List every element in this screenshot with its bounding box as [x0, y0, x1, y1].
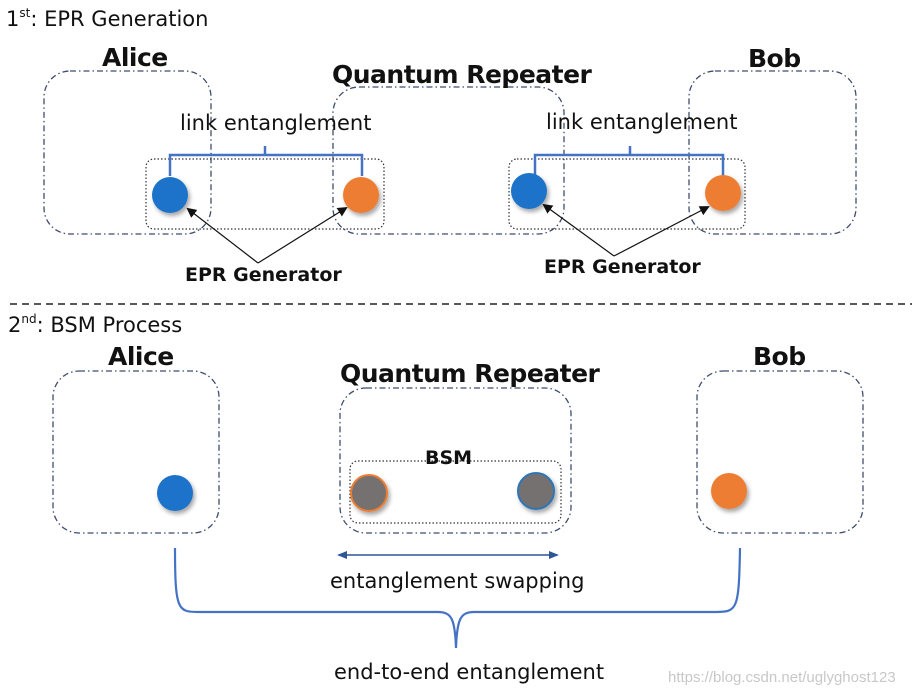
link-box-right [508, 158, 746, 230]
section-1-title: 1st: EPR Generation [6, 6, 209, 31]
epr-generator-label-left: EPR Generator [185, 264, 342, 286]
repeater-node-box-1 [332, 86, 565, 235]
section-1-text: : EPR Generation [30, 7, 209, 31]
epr-arrow-right-b [613, 206, 710, 257]
end-to-end-entanglement-label: end-to-end entanglement [334, 660, 605, 684]
epr-arrow-left-a [186, 207, 259, 264]
repeater-node-box-2 [339, 387, 572, 534]
epr-arrow-right-a [542, 203, 615, 257]
section-2-suffix: nd [21, 312, 37, 326]
repeater-qubit-left-1 [343, 177, 379, 213]
bsm-label: BSM [425, 447, 473, 469]
link-brace-left [168, 146, 364, 176]
bsm-qubit-right [517, 472, 555, 510]
section-2-ordinal: 2 [8, 313, 22, 337]
bsm-qubit-left [350, 474, 388, 512]
end-to-end-brace [173, 547, 742, 649]
section-2-title: 2nd: BSM Process [8, 312, 183, 337]
bob-qubit-2 [711, 473, 747, 509]
bob-qubit-1 [705, 175, 741, 211]
alice-label-2: Alice [108, 342, 174, 371]
alice-node-box-1 [43, 70, 212, 235]
alice-label-1: Alice [102, 43, 168, 72]
link-entanglement-label-right: link entanglement [546, 110, 738, 134]
section-1-suffix: st [19, 6, 31, 20]
bob-node-box-2 [696, 370, 864, 534]
link-brace-right [533, 146, 725, 176]
bob-node-box-1 [688, 70, 857, 235]
epr-generator-label-right: EPR Generator [544, 256, 701, 278]
entanglement-swapping-label: entanglement swapping [330, 569, 585, 593]
watermark: https://blog.csdn.net/uglyghost123 [668, 669, 896, 686]
alice-node-box-2 [52, 370, 220, 534]
alice-qubit-1 [152, 177, 188, 213]
bob-label-1: Bob [748, 44, 801, 73]
bob-label-2: Bob [753, 342, 806, 371]
alice-qubit-2 [157, 475, 193, 511]
section-2-text: : BSM Process [36, 313, 183, 337]
repeater-qubit-right-1 [511, 173, 547, 209]
section-1-ordinal: 1 [6, 7, 20, 31]
repeater-label-2: Quantum Repeater [340, 359, 600, 388]
epr-arrow-left-b [257, 206, 348, 264]
repeater-label-1: Quantum Repeater [332, 60, 592, 89]
link-entanglement-label-left: link entanglement [180, 111, 372, 135]
